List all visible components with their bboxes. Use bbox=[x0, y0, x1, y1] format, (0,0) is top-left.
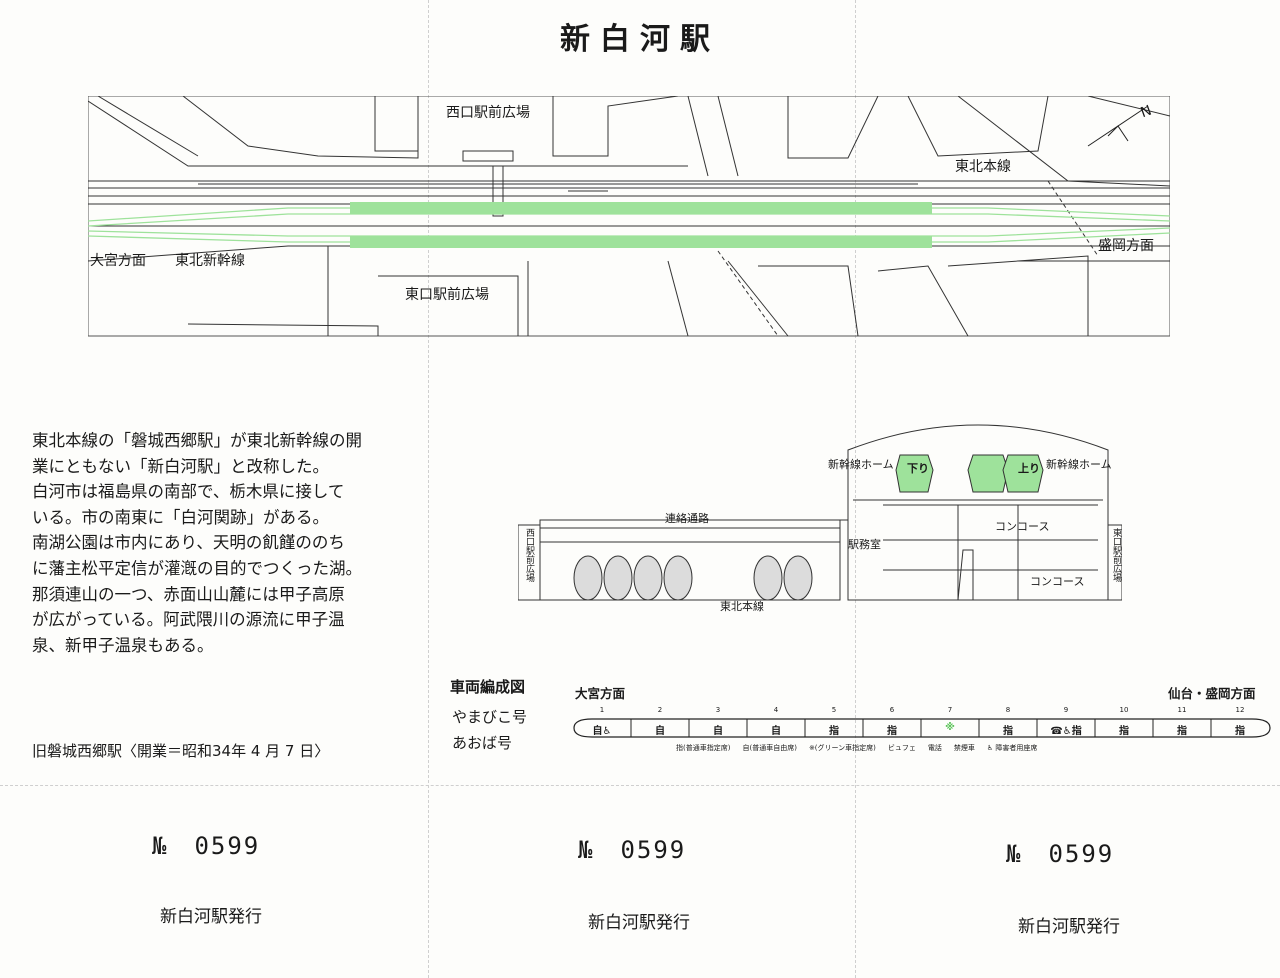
map-label-main-line: 東北本線 bbox=[955, 159, 1011, 175]
car-type-green: ※ bbox=[945, 722, 955, 733]
car-row: 1 2 3 4 5 6 7 8 9 10 11 12 自♿ 自 自 自 指 指 … bbox=[572, 706, 1272, 740]
car-type: 自 bbox=[713, 726, 723, 737]
ticket-number: № 0599 bbox=[152, 832, 261, 860]
composition-legend: 指(普通車指定席) 自(普通車自由席) ※(グリーン車指定席) ビュフェ 電話 … bbox=[676, 743, 1146, 753]
legend-item: ビュフェ bbox=[887, 744, 916, 752]
description-line: いる。市の南東に「白河関跡」がある。 bbox=[32, 507, 329, 527]
map-label-shinkansen: 東北新幹線 bbox=[175, 253, 245, 269]
car-number: 11 bbox=[1177, 706, 1187, 714]
perforation-line bbox=[428, 0, 429, 978]
legend-item: 禁煙車 bbox=[953, 744, 975, 752]
description-line: に藩主松平定信が灌漑の目的でつくった湖。 bbox=[32, 558, 362, 578]
map-label-west-plaza: 西口駅前広場 bbox=[446, 105, 530, 121]
legend-item: ※(グリーン車指定席) bbox=[808, 744, 876, 752]
car-type: 指 bbox=[1003, 726, 1013, 737]
car-number: 2 bbox=[657, 706, 663, 714]
composition-trains: やまびこ号 あおば号 bbox=[452, 704, 527, 756]
map-label-omiya: 大宮方面 bbox=[90, 253, 146, 269]
section-label-concourse-upper: コンコース bbox=[995, 520, 1050, 533]
description-line: 那須連山の一つ、赤面山山麓には甲子高原 bbox=[32, 584, 345, 604]
car-type: 指 bbox=[1177, 726, 1187, 737]
section-label-west-entrance: 西口駅前広場 bbox=[524, 528, 534, 582]
car-number: 4 bbox=[773, 706, 779, 714]
station-section-diagram bbox=[518, 424, 1122, 601]
car-number: 5 bbox=[831, 706, 837, 714]
page-title: 新白河駅 bbox=[560, 22, 720, 57]
car-type: 指 bbox=[887, 726, 897, 737]
description-line: 泉、新甲子温泉もある。 bbox=[32, 635, 214, 655]
legend-item: 自(普通車自由席) bbox=[742, 744, 797, 752]
car-type: 指 bbox=[1235, 726, 1245, 737]
car-number: 10 bbox=[1119, 706, 1129, 714]
map-label-east-plaza: 東口駅前広場 bbox=[405, 287, 489, 303]
car-number: 8 bbox=[1005, 706, 1011, 714]
description-line: が広がっている。阿武隈川の源流に甲子温 bbox=[32, 610, 345, 630]
car-number: 3 bbox=[715, 706, 721, 714]
car-number: 7 bbox=[947, 706, 953, 714]
perforation-line bbox=[0, 785, 1280, 786]
section-label-connecting-passage: 連絡通路 bbox=[665, 512, 709, 525]
section-label-down: 下り bbox=[907, 462, 929, 475]
station-description: 東北本線の「磐城西郷駅」が東北新幹線の開 業にともない「新白河駅」と改称した。 … bbox=[32, 428, 422, 658]
perforation-line bbox=[855, 0, 856, 978]
car-type: 指 bbox=[829, 726, 839, 737]
section-label-main-line: 東北本線 bbox=[720, 600, 764, 613]
legend-item: 電話 bbox=[927, 744, 942, 752]
section-label-east-entrance: 東口駅前広場 bbox=[1111, 528, 1121, 582]
car-type: 指 bbox=[1119, 726, 1129, 737]
car-number: 1 bbox=[599, 706, 605, 714]
description-line: 白河市は福島県の南部で、栃木県に接して bbox=[32, 482, 345, 502]
section-label-shinkansen-home-left: 新幹線ホーム bbox=[828, 458, 894, 471]
ticket-number: № 0599 bbox=[1006, 840, 1115, 868]
legend-item: ♿ 障害者用座席 bbox=[986, 744, 1038, 752]
ticket-issuer: 新白河駅発行 bbox=[588, 913, 690, 933]
ticket-issuer: 新白河駅発行 bbox=[160, 907, 262, 927]
map-label-morioka: 盛岡方面 bbox=[1098, 238, 1154, 254]
car-number: 9 bbox=[1063, 706, 1069, 714]
description-line: 東北本線の「磐城西郷駅」が東北新幹線の開 bbox=[32, 431, 362, 450]
composition-title: 車両編成図 bbox=[450, 678, 526, 696]
car-type: 自♿ bbox=[592, 726, 612, 737]
station-map bbox=[88, 96, 1170, 337]
old-station-note: 旧磐城西郷駅〈開業＝昭和34年 4 月 7 日〉 bbox=[32, 742, 330, 760]
ticket-issuer: 新白河駅発行 bbox=[1018, 917, 1120, 937]
train-name: やまびこ号 bbox=[452, 708, 528, 726]
car-type: 自 bbox=[771, 726, 781, 737]
description-line: 業にともない「新白河駅」と改称した。 bbox=[32, 456, 329, 476]
composition-dir-right: 仙台・盛岡方面 bbox=[1168, 686, 1256, 701]
description-line: 南湖公園は市内にあり、天明の飢饉ののち bbox=[32, 533, 345, 553]
section-label-shinkansen-home-right: 新幹線ホーム bbox=[1046, 458, 1112, 471]
section-label-concourse-lower: コンコース bbox=[1030, 575, 1085, 588]
section-label-station-office: 駅務室 bbox=[848, 538, 881, 551]
car-number: 6 bbox=[889, 706, 895, 714]
train-diagram bbox=[573, 718, 1271, 738]
legend-item: 指(普通車指定席) bbox=[676, 744, 731, 752]
car-type: ☎♿指 bbox=[1050, 726, 1082, 737]
section-label-up: 上り bbox=[1018, 462, 1040, 475]
train-name: あおば号 bbox=[452, 734, 513, 752]
car-type: 自 bbox=[655, 726, 665, 737]
composition-dir-left: 大宮方面 bbox=[575, 686, 626, 701]
ticket-number: № 0599 bbox=[578, 836, 687, 864]
car-number: 12 bbox=[1235, 706, 1245, 714]
